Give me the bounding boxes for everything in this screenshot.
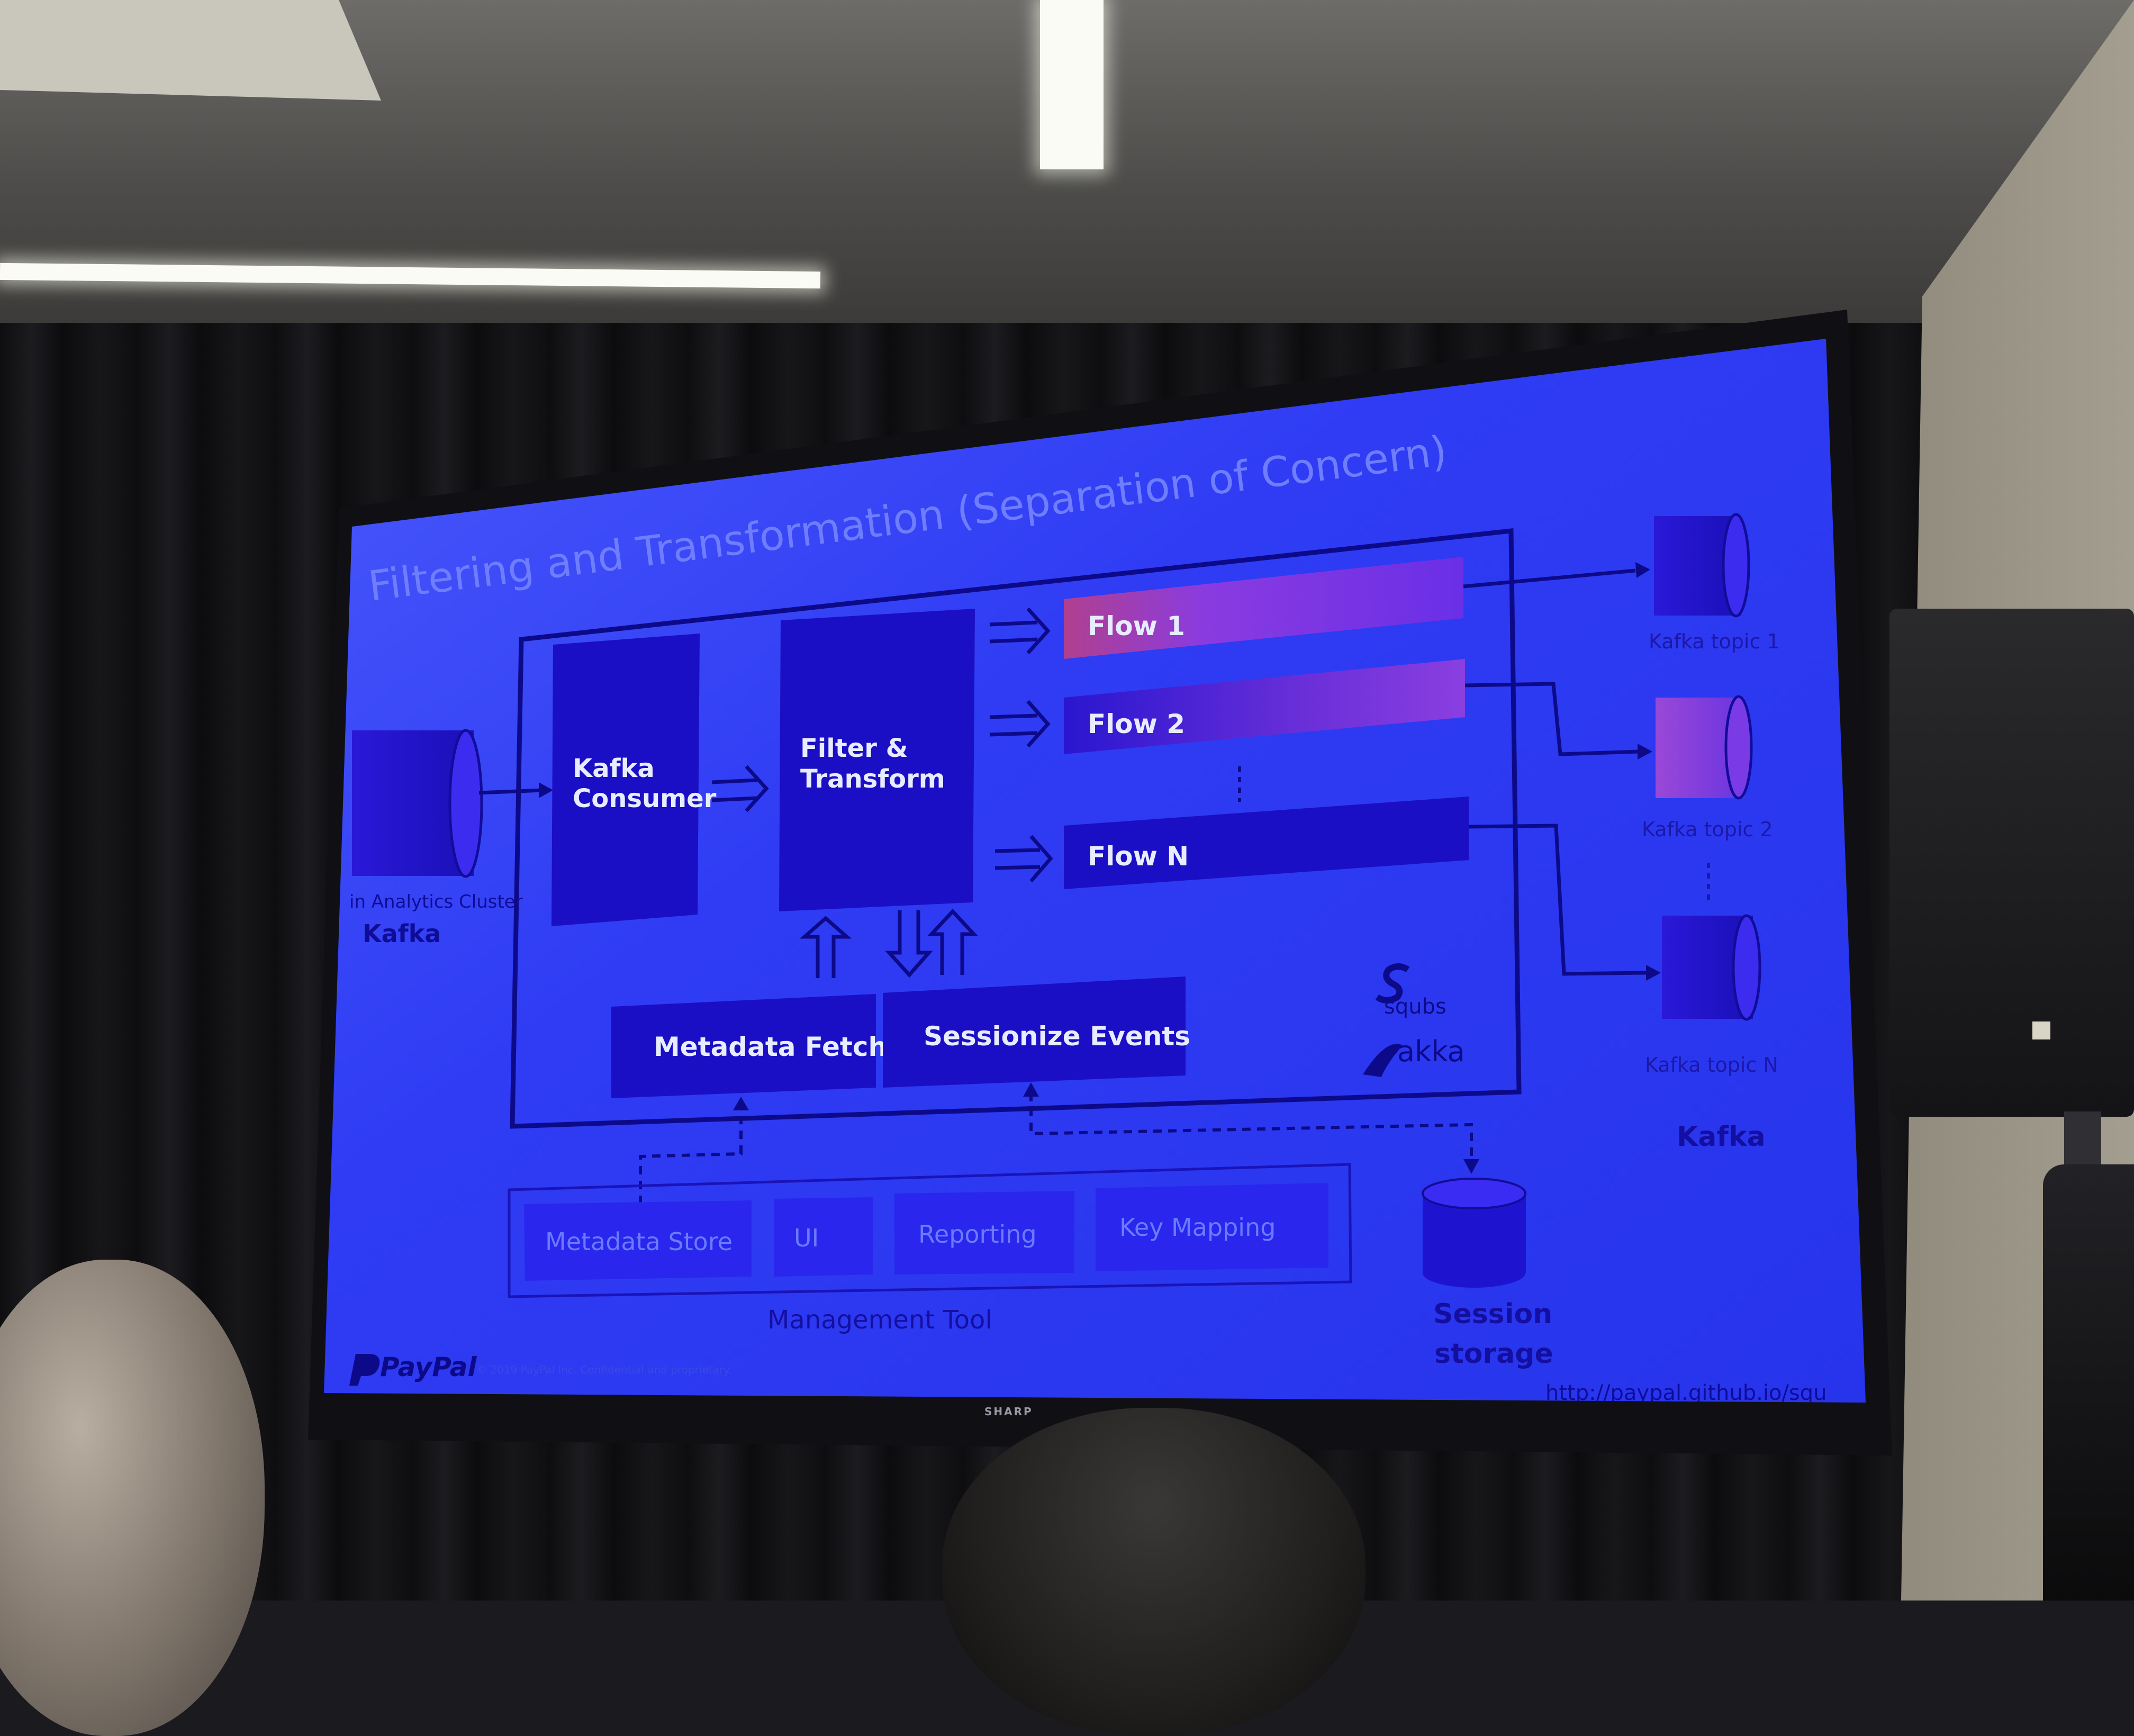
sink-kafka-label: Kafka — [1677, 1121, 1766, 1153]
speaker-badge — [2032, 1021, 2050, 1039]
metadata-fetch-box — [611, 994, 876, 1098]
kafka-topic-1-label: Kafka topic 1 — [1649, 630, 1780, 653]
session-storage-line2: storage — [1434, 1338, 1553, 1370]
flow-1-label: Flow 1 — [1088, 611, 1185, 641]
metadata-store-box — [524, 1200, 752, 1281]
session-storage-line1: Session — [1433, 1298, 1552, 1330]
dashed-arrowhead-sessionize — [1023, 1082, 1039, 1097]
ui-box — [774, 1197, 873, 1277]
flow-2-label: Flow 2 — [1088, 709, 1185, 739]
metadata-store-label: Metadata Store — [545, 1227, 733, 1256]
kafka-topic-n-label: Kafka topic N — [1645, 1053, 1778, 1077]
filter-transform-line2: Transform — [800, 764, 945, 794]
ui-label: UI — [794, 1224, 819, 1252]
ceiling-panel — [0, 0, 381, 101]
squbs-label: squbs — [1384, 994, 1446, 1019]
sessionize-events-label: Sessionize Events — [924, 1021, 1190, 1052]
squbs-logo: squbs — [1375, 963, 1446, 1019]
ceiling-light-short — [1040, 0, 1104, 169]
kafka-topic-1-cylinder — [1654, 513, 1750, 618]
slide: Filtering and Transformation (Separation… — [324, 339, 1866, 1405]
kafka-consumer-line1: Kafka — [573, 754, 655, 783]
flow-n-label: Flow N — [1088, 841, 1189, 872]
kafka-topic-n-cylinder — [1662, 914, 1761, 1021]
arrows-sessionize-bidirectional — [885, 908, 979, 978]
dashed-link-session-storage — [1029, 1093, 1473, 1162]
tv-brand: SHARP — [984, 1405, 1033, 1418]
copyright-text: © 2019 PayPal Inc. Confidential and prop… — [476, 1363, 731, 1376]
tv-screen: Filtering and Transformation (Separation… — [324, 339, 1866, 1405]
key-mapping-box — [1096, 1183, 1328, 1271]
flow-2-box — [1064, 659, 1465, 754]
flow-output-arrowheads — [1635, 562, 1661, 981]
kafka-topic-2-label: Kafka topic 2 — [1642, 818, 1773, 841]
paypal-logo: PayPal — [349, 1352, 477, 1386]
source-kafka-label: Kafka — [363, 919, 441, 948]
arrow-consumer-to-filter — [711, 765, 769, 812]
processing-boundary — [510, 528, 1522, 1129]
squbs-url: http://paypal.github.io/squ — [1545, 1381, 1826, 1405]
source-kafka-cylinder — [352, 729, 483, 878]
kafka-topic-2-cylinder — [1656, 695, 1753, 800]
akka-label: akka — [1397, 1035, 1465, 1068]
arrow-source-to-consumer — [478, 788, 543, 795]
key-mapping-label: Key Mapping — [1119, 1213, 1276, 1242]
flow-n-box — [1064, 797, 1469, 889]
flow-1-box — [1064, 557, 1463, 659]
source-cluster-label: in Analytics Cluster — [349, 891, 523, 912]
audience-head-center — [942, 1408, 1366, 1736]
filter-transform-line1: Filter & — [800, 734, 908, 763]
speaker — [1889, 609, 2134, 1117]
filter-transform-box — [779, 609, 975, 911]
akka-logo: akka — [1363, 1035, 1465, 1077]
reporting-box — [894, 1191, 1074, 1274]
dashed-arrowhead-metadata — [733, 1097, 749, 1110]
paypal-logo-text: PayPal — [380, 1352, 477, 1382]
arrowhead-source-consumer — [539, 782, 553, 798]
session-storage-cylinder — [1422, 1178, 1526, 1288]
reporting-label: Reporting — [918, 1220, 1037, 1249]
dashed-arrowhead-storage — [1463, 1159, 1479, 1174]
kafka-consumer-line2: Consumer — [573, 784, 717, 813]
audience-person-right — [2043, 1164, 2134, 1601]
arrow-metadata-up — [799, 916, 852, 978]
sessionize-events-box — [883, 976, 1186, 1088]
metadata-fetch-label: Metadata Fetch — [654, 1032, 887, 1062]
management-tool-label: Management Tool — [767, 1305, 992, 1335]
kafka-consumer-box — [551, 634, 700, 926]
arrows-filter-to-flows — [989, 607, 1053, 883]
management-tool-boundary — [508, 1163, 1352, 1298]
flow-output-lines — [1463, 568, 1647, 976]
